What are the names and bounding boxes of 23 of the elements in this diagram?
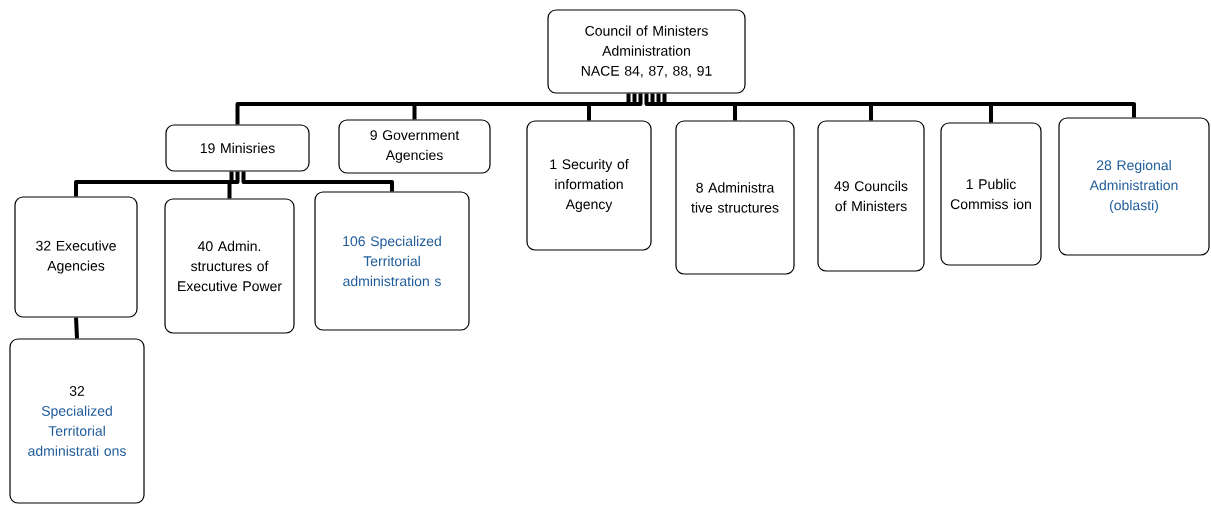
- org-box: 1 Security of information Agency: [526, 120, 652, 251]
- connector-line: [662, 93, 1136, 118]
- connector-line: [656, 93, 993, 123]
- org-box: 49 Councils of Ministers: [817, 120, 925, 272]
- org-box: 32 Specialized Territorial administrati ons: [9, 338, 145, 504]
- org-box: Council of Ministers Administration NACE 84, 87, 88, 91: [547, 9, 746, 94]
- connector-line: [587, 93, 643, 121]
- connector-line: [241, 171, 394, 192]
- org-box: 1 Public Commiss ion: [940, 122, 1042, 266]
- connector-line: [74, 317, 79, 339]
- connector-line: [644, 93, 737, 121]
- org-box: 28 Regional Administration (oblasti): [1058, 117, 1210, 256]
- connector-line: [74, 171, 234, 197]
- org-box: 106 Specialized Territorial administration s: [314, 191, 470, 331]
- connector-line: [412, 93, 637, 120]
- org-box: 8 Administra tive structures: [675, 120, 795, 275]
- connector-line: [235, 93, 631, 125]
- org-box: 19 Minisries: [165, 124, 310, 172]
- connector-line: [227, 171, 240, 199]
- org-box: 40 Admin. structures of Executive Power: [164, 198, 295, 334]
- connector-line: [650, 93, 873, 121]
- org-box: 32 Executive Agencies: [14, 196, 138, 318]
- org-box: 9 Government Agencies: [338, 119, 491, 174]
